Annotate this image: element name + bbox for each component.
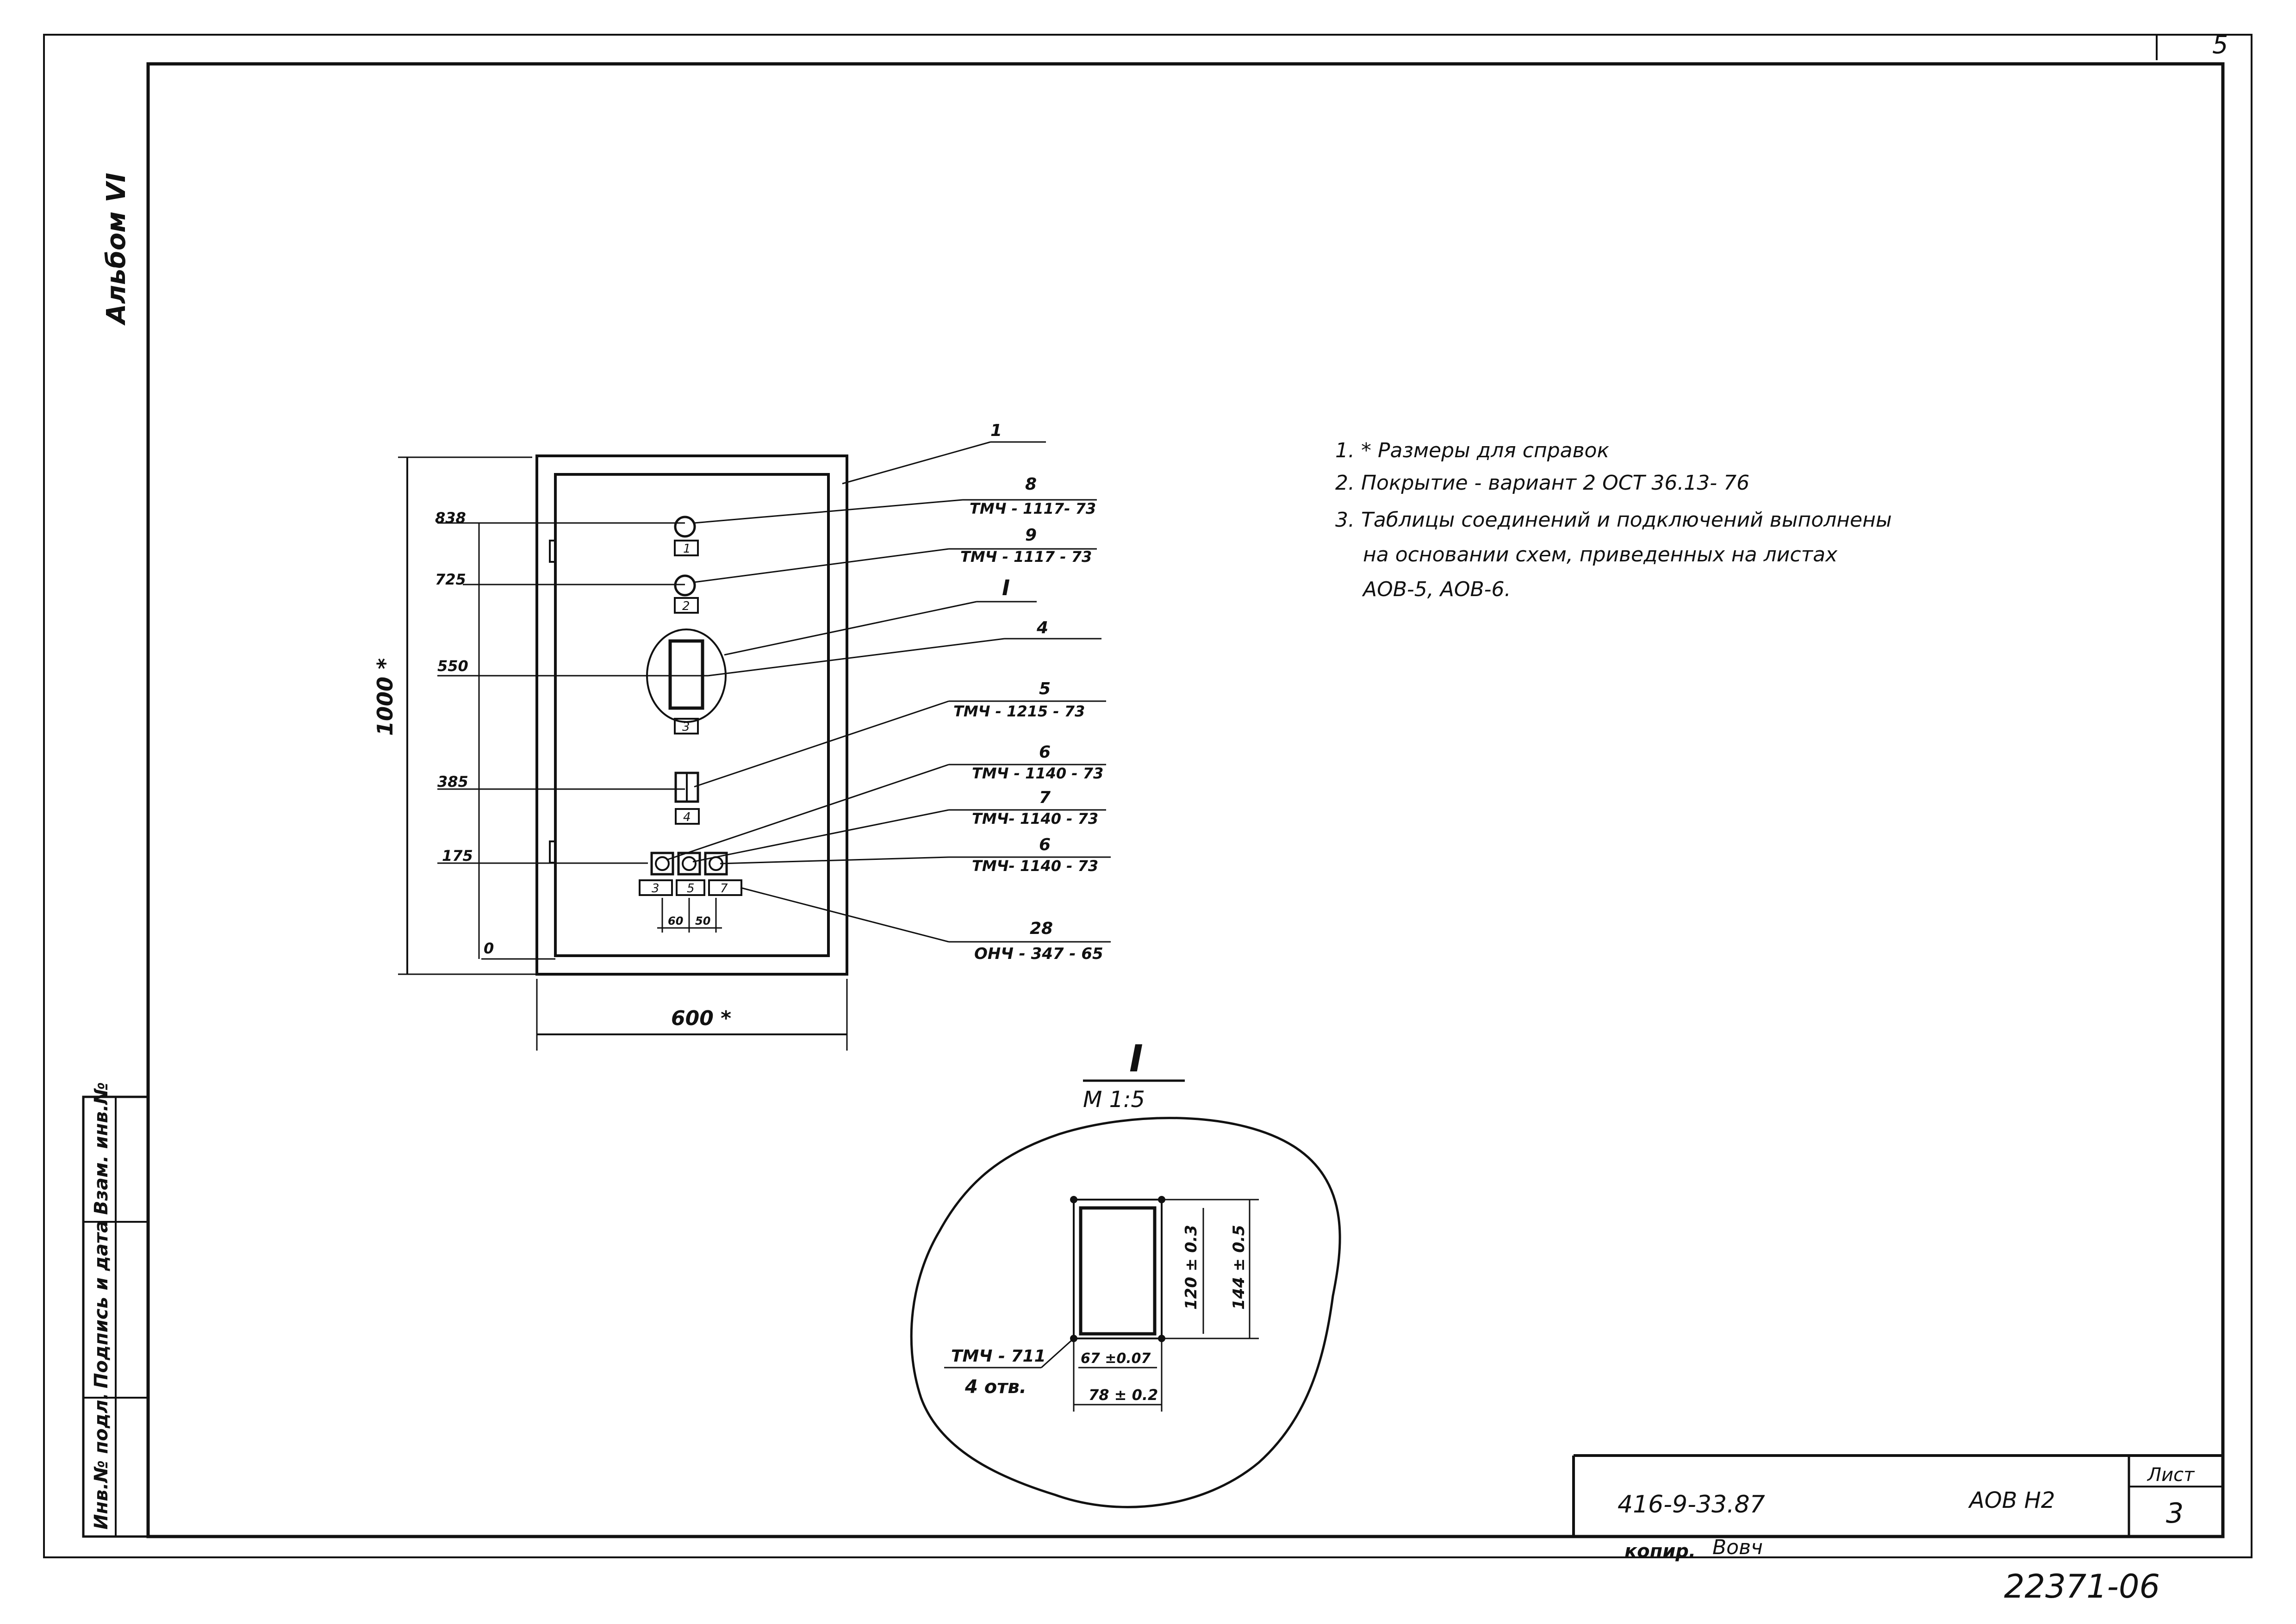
device-number-7: 7 bbox=[720, 882, 728, 896]
note-3-line-1: 3. Таблицы соединений и подключений выпо… bbox=[1335, 508, 1892, 532]
detail-view: I М 1:5 120 ± 0.3 144 ± 0.5 67 ±0.07 78 … bbox=[910, 1037, 1341, 1508]
leader-lines bbox=[666, 441, 1111, 943]
hinge-bottom bbox=[549, 840, 556, 864]
level-725: 725 bbox=[435, 571, 466, 588]
copier-signature: Вовч bbox=[1712, 1536, 1763, 1559]
front-view: 1000 * 838 725 550 385 175 0 600 * 1 2 3 bbox=[373, 421, 1111, 1051]
callout-pos-7: 7 bbox=[1039, 788, 1051, 807]
callout-pos-28: 28 bbox=[1030, 919, 1053, 938]
level-550: 550 bbox=[437, 657, 468, 675]
stamp-inv-no: Инв.№ подл. bbox=[91, 1393, 112, 1530]
device-label-frame-3 bbox=[674, 718, 699, 734]
spacing-dim-60: 60 bbox=[668, 915, 683, 927]
width-dimension: 600 * bbox=[671, 1007, 731, 1030]
hole-count: 4 отв. bbox=[964, 1376, 1027, 1398]
stamp-vzam-inv: Взам. инв.№ bbox=[91, 1082, 112, 1215]
signal-lamp-1 bbox=[674, 516, 696, 538]
cabinet-outline bbox=[535, 454, 848, 976]
dim-vertical-outer: 144 ± 0.5 bbox=[1230, 1225, 1248, 1310]
device-number-2: 2 bbox=[682, 599, 690, 613]
cutout-outer bbox=[1073, 1199, 1163, 1339]
sheet-number: 3 bbox=[2166, 1497, 2184, 1530]
meter-view-outline bbox=[646, 628, 727, 723]
callout-pos-9: 9 bbox=[1025, 526, 1037, 545]
title-block: 416-9-33.87 АОВ Н2 Лист 3 копир. Вовч 22… bbox=[1572, 1454, 2223, 1605]
device-number-1: 1 bbox=[683, 542, 691, 556]
spacing-dim-50: 50 bbox=[695, 915, 710, 927]
hinge-top bbox=[549, 540, 556, 563]
device-number-3: 3 bbox=[682, 720, 690, 734]
detail-title: I bbox=[1129, 1037, 1143, 1080]
device-label-frame-6 bbox=[676, 879, 705, 896]
archive-number: 22371-06 bbox=[2004, 1568, 2160, 1605]
callout-code-28: ОНЧ - 347 - 65 bbox=[974, 945, 1103, 963]
callout-code-8: ТМЧ - 1117- 73 bbox=[970, 500, 1096, 517]
cutout-inner bbox=[1079, 1206, 1157, 1336]
level-385: 385 bbox=[437, 773, 468, 790]
dim-vertical-inner: 120 ± 0.3 bbox=[1182, 1225, 1201, 1310]
height-dimension: 1000 * bbox=[373, 658, 398, 736]
callout-code-6b: ТМЧ- 1140 - 73 bbox=[972, 857, 1098, 875]
callout-code-5: ТМЧ - 1215 - 73 bbox=[953, 703, 1085, 720]
dim-horizontal-inner: 67 ±0.07 bbox=[1081, 1350, 1151, 1367]
inner-frame bbox=[146, 62, 2225, 1538]
callout-pos-5: 5 bbox=[1039, 679, 1051, 698]
callout-code-6a: ТМЧ - 1140 - 73 bbox=[972, 765, 1103, 782]
device-label-frame-2 bbox=[674, 597, 699, 614]
dim-horizontal-outer: 78 ± 0.2 bbox=[1089, 1386, 1158, 1404]
callout-pos-8: 8 bbox=[1025, 475, 1037, 494]
callout-pos-6b: 6 bbox=[1039, 835, 1051, 854]
device-number-4: 4 bbox=[683, 810, 691, 824]
detail-scale: М 1:5 bbox=[1083, 1087, 1145, 1113]
outer-frame bbox=[43, 34, 2252, 1558]
note-3-line-2: на основании схем, приведенных на листах bbox=[1363, 543, 1838, 566]
sheet-code: АОВ Н2 bbox=[1968, 1487, 2055, 1513]
detail-break-outline bbox=[910, 1117, 1341, 1508]
note-3-line-3: АОВ-5, АОВ-6. bbox=[1362, 578, 1511, 601]
note-2: 2. Покрытие - вариант 2 ОСТ 36.13- 76 bbox=[1335, 471, 1749, 495]
callout-pos-4: 4 bbox=[1036, 618, 1048, 637]
meter-window bbox=[668, 639, 704, 710]
stamp-sign-date: Подпись и дата bbox=[91, 1220, 112, 1388]
copied-label: копир. bbox=[1624, 1541, 1696, 1562]
panel-outline bbox=[554, 473, 830, 957]
push-button-center bbox=[677, 852, 701, 876]
page-corner-number: 5 bbox=[2212, 30, 2228, 59]
album-label: Альбом VI bbox=[101, 173, 131, 326]
callout-detail-I: I bbox=[1002, 575, 1010, 600]
callout-pos-1: 1 bbox=[990, 421, 1002, 440]
device-label-frame-5 bbox=[639, 879, 673, 896]
device-label-frame-4 bbox=[675, 808, 700, 825]
sheet-label: Лист bbox=[2147, 1464, 2195, 1486]
level-838: 838 bbox=[435, 509, 466, 527]
device-number-5: 3 bbox=[652, 882, 660, 896]
note-1: 1. * Размеры для справок bbox=[1335, 439, 1609, 462]
side-stamp: Инв.№ подл. Подпись и дата Взам. инв.№ bbox=[82, 1082, 149, 1538]
doc-number: 416-9-33.87 bbox=[1618, 1491, 1765, 1518]
hole-label: ТМЧ - 711 bbox=[951, 1347, 1046, 1366]
callout-pos-6a: 6 bbox=[1039, 743, 1051, 762]
push-button-left bbox=[650, 852, 674, 876]
notes-block: 1. * Размеры для справок 2. Покрытие - в… bbox=[1335, 439, 1892, 601]
device-number-6: 5 bbox=[687, 882, 695, 896]
callout-code-7: ТМЧ- 1140 - 73 bbox=[972, 810, 1098, 828]
mount-hole-tl bbox=[1070, 1196, 1077, 1203]
callout-code-9: ТМЧ - 1117 - 73 bbox=[960, 548, 1092, 566]
device-label-frame-1 bbox=[674, 540, 699, 556]
level-0: 0 bbox=[484, 940, 494, 957]
signal-lamp-2 bbox=[674, 574, 696, 597]
level-175: 175 bbox=[442, 847, 473, 865]
